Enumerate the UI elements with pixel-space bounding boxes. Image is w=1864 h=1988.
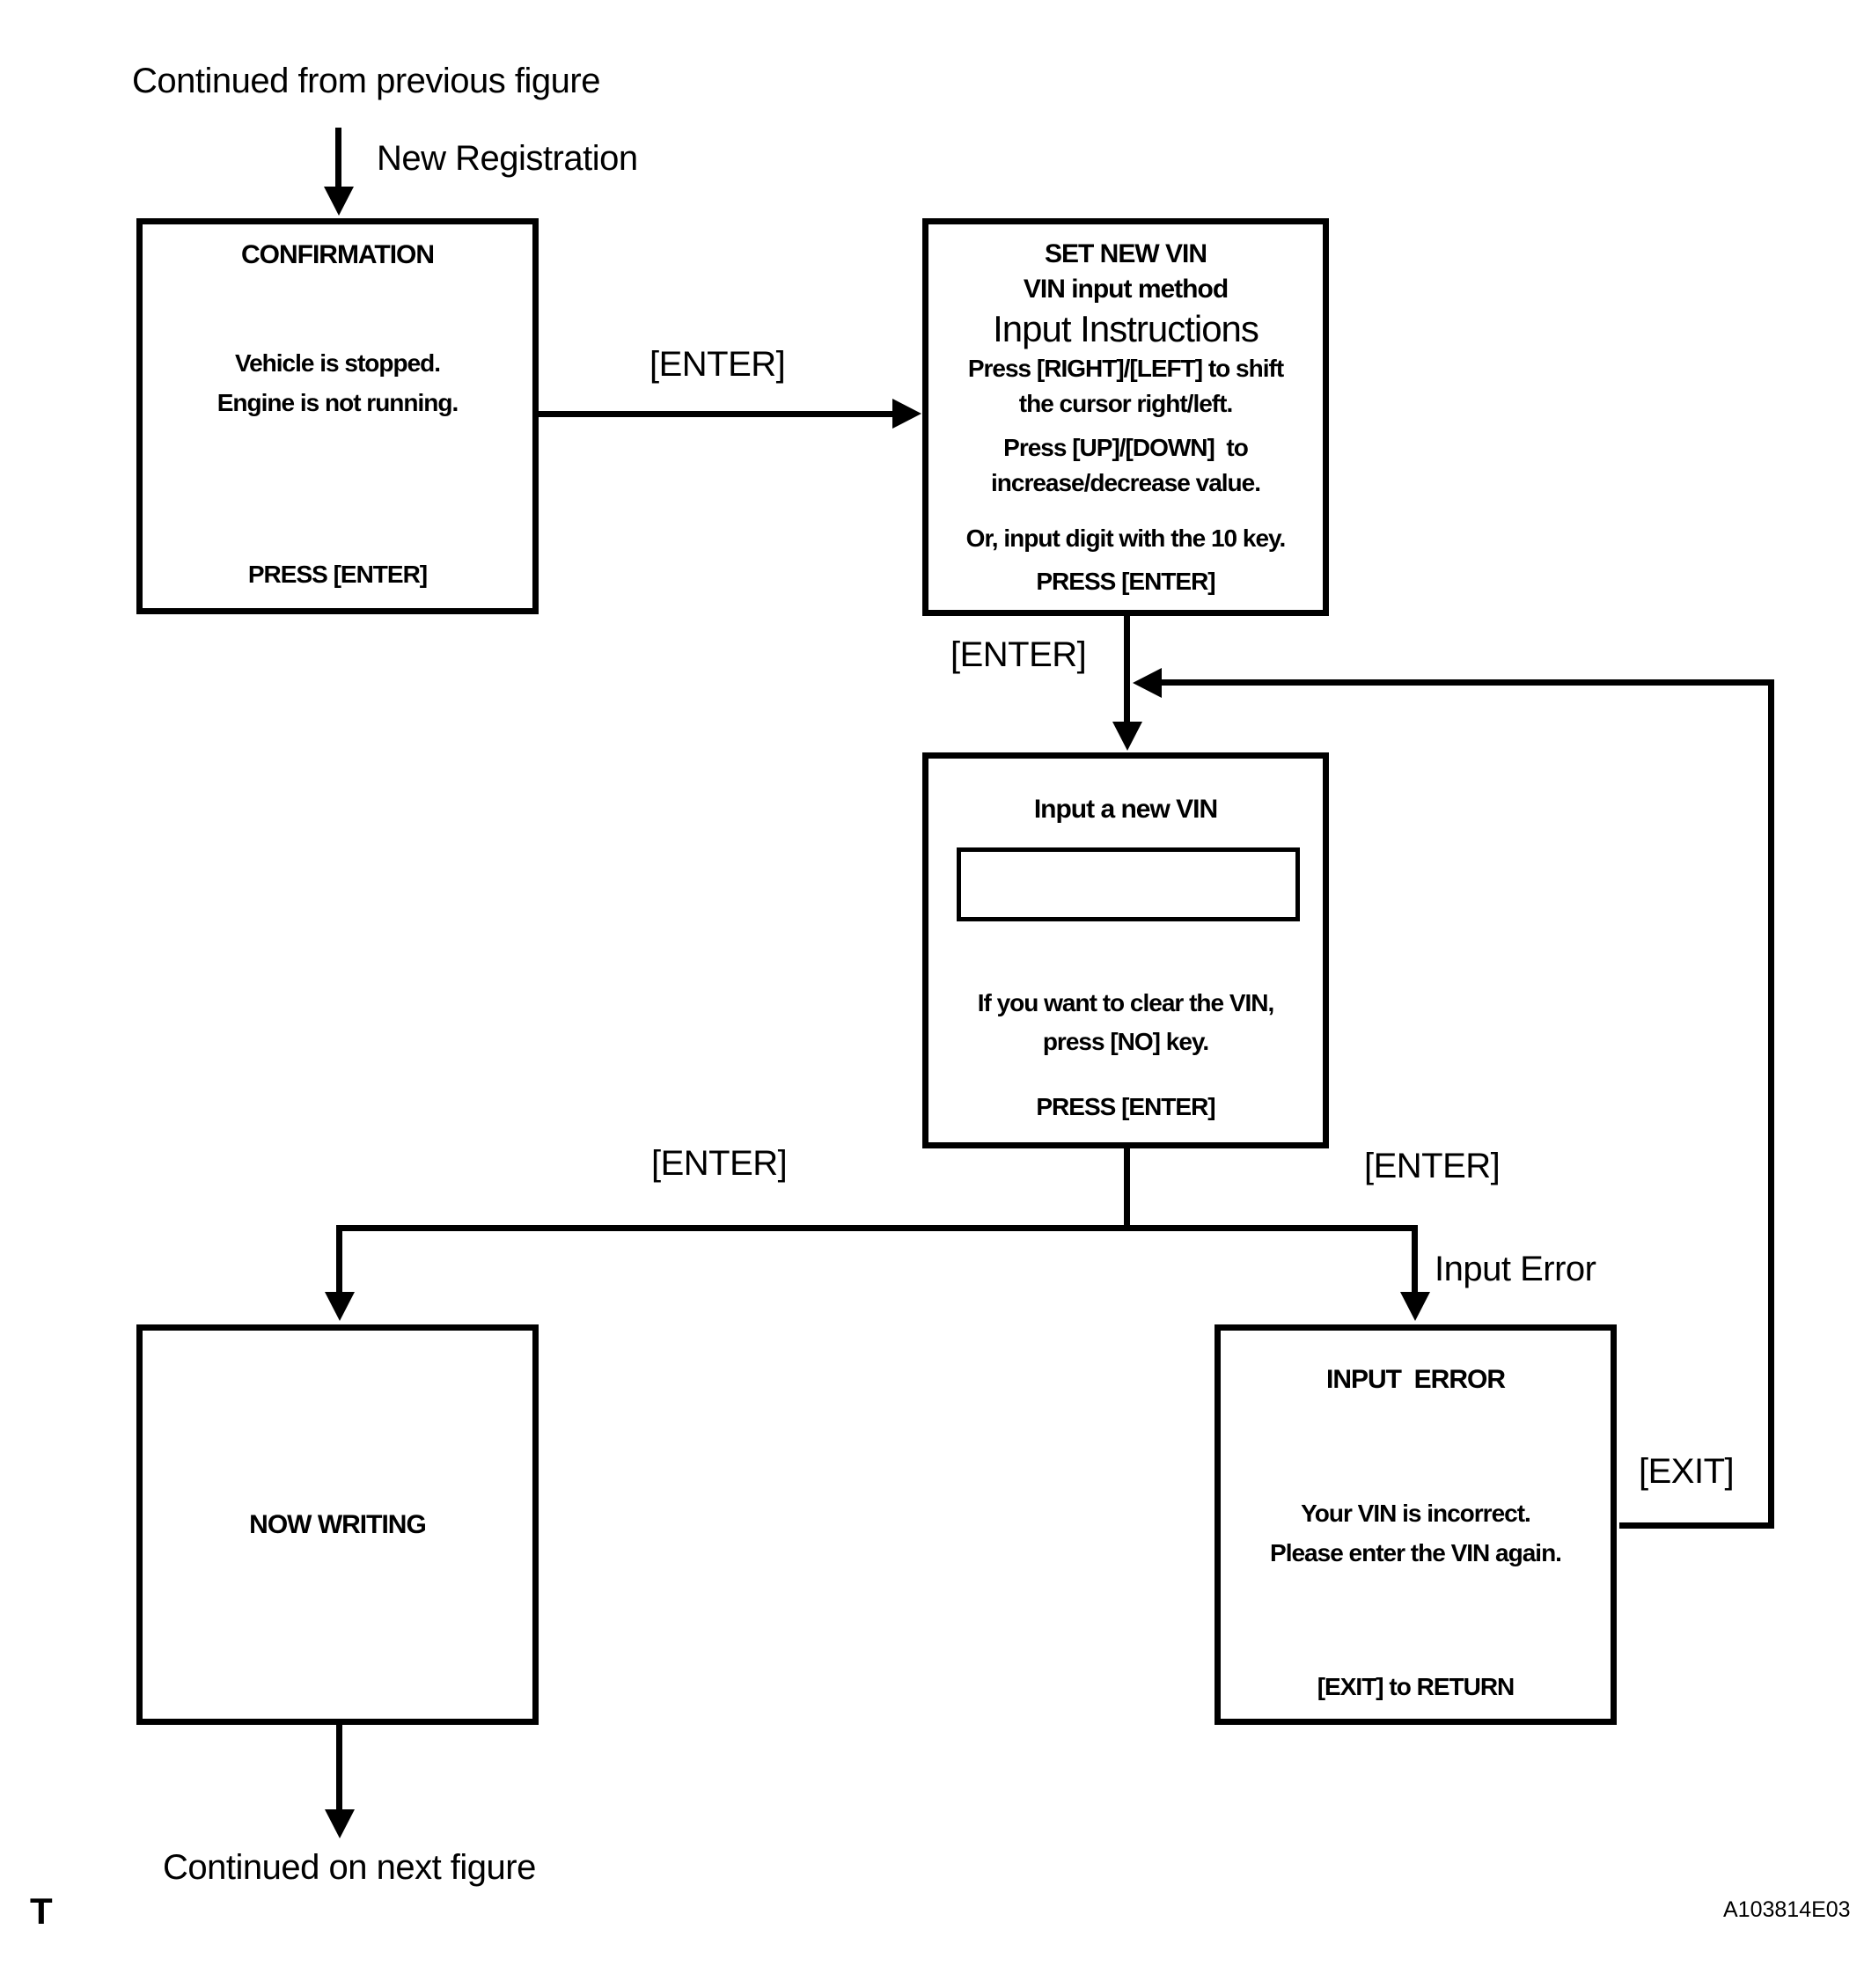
arrowhead-left-icon xyxy=(1133,668,1162,698)
corner-letter: T xyxy=(30,1890,53,1932)
exit-label: [EXIT] xyxy=(1639,1452,1735,1491)
set-new-vin-subtitle: VIN input method xyxy=(1023,275,1229,304)
input-new-vin-title: Input a new VIN xyxy=(1033,795,1218,824)
branch-stub-line xyxy=(1124,1147,1130,1230)
continue-arrowhead-icon xyxy=(325,1809,355,1838)
confirmation-line1: Vehicle is stopped. xyxy=(234,349,441,377)
set-new-vin-heading: Input Instructions xyxy=(993,308,1259,349)
enter-label-2: [ENTER] xyxy=(950,635,1087,674)
enter-label-left: [ENTER] xyxy=(651,1144,788,1183)
arrow-line-set-to-input xyxy=(1124,616,1130,723)
exit-loop-vertical-line xyxy=(1768,679,1774,1529)
input-error-box: INPUT ERROR Your VIN is incorrect. Pleas… xyxy=(1215,1324,1617,1725)
set-new-vin-instr3: Or, input digit with the 10 key. xyxy=(965,525,1287,552)
confirmation-title: CONFIRMATION xyxy=(240,240,435,269)
input-new-vin-footer: PRESS [ENTER] xyxy=(1036,1093,1215,1120)
input-error-footer: [EXIT] to RETURN xyxy=(1317,1673,1515,1700)
input-error-line1: Your VIN is incorrect. xyxy=(1301,1500,1531,1527)
exit-loop-top-line xyxy=(1160,679,1774,686)
input-error-branch-label: Input Error xyxy=(1435,1250,1596,1288)
arrow-line-confirm-to-set xyxy=(539,411,894,417)
now-writing-box: NOW WRITING xyxy=(136,1324,539,1725)
arrowhead-down-left-icon xyxy=(325,1292,355,1321)
set-new-vin-instr1b: the cursor right/left. xyxy=(1018,390,1233,417)
confirmation-body: Vehicle is stopped. Engine is not runnin… xyxy=(143,343,532,422)
enter-label-1: [ENTER] xyxy=(649,345,786,384)
new-registration-arrowhead-icon xyxy=(324,187,354,216)
branch-right-drop-line xyxy=(1412,1225,1418,1294)
exit-loop-connector-line xyxy=(1619,1522,1774,1529)
enter-label-right: [ENTER] xyxy=(1364,1147,1501,1185)
arrowhead-down-right-icon xyxy=(1400,1292,1430,1321)
confirmation-line2: Engine is not running. xyxy=(216,389,459,416)
input-error-line2: Please enter the VIN again. xyxy=(1270,1539,1562,1566)
new-registration-arrow-line xyxy=(335,128,341,189)
arrowhead-right-icon xyxy=(892,399,921,429)
figure-code: A103814E03 xyxy=(1723,1897,1851,1922)
input-new-vin-note1: If you want to clear the VIN, xyxy=(977,989,1275,1016)
input-error-body: Your VIN is incorrect. Please enter the … xyxy=(1221,1493,1611,1573)
vin-input-field xyxy=(957,847,1300,921)
arrowhead-down-icon xyxy=(1112,722,1142,751)
input-new-vin-note2: press [NO] key. xyxy=(1042,1028,1209,1055)
set-new-vin-title: SET NEW VIN xyxy=(1044,239,1207,268)
branch-left-drop-line xyxy=(336,1225,342,1294)
new-registration-label: New Registration xyxy=(377,139,638,178)
continue-arrow-line xyxy=(336,1723,342,1811)
continued-from-previous-note: Continued from previous figure xyxy=(132,62,600,100)
now-writing-title: NOW WRITING xyxy=(249,1509,427,1539)
branch-horizontal-line xyxy=(336,1225,1418,1231)
input-new-vin-box: Input a new VIN If you want to clear the… xyxy=(922,752,1329,1148)
set-new-vin-instr1a: Press [RIGHT]/[LEFT] to shift xyxy=(967,355,1284,382)
input-error-title: INPUT ERROR xyxy=(1325,1365,1506,1394)
set-new-vin-box: SET NEW VIN VIN input method Input Instr… xyxy=(922,218,1329,616)
input-new-vin-note: If you want to clear the VIN, press [NO]… xyxy=(928,984,1323,1061)
continued-on-next-note: Continued on next figure xyxy=(163,1848,536,1887)
set-new-vin-instr2a: Press [UP]/[DOWN] to xyxy=(1003,434,1249,461)
set-new-vin-instr2b: increase/decrease value. xyxy=(990,469,1261,496)
set-new-vin-footer: PRESS [ENTER] xyxy=(1036,568,1215,595)
confirmation-box: CONFIRMATION Vehicle is stopped. Engine … xyxy=(136,218,539,614)
confirmation-footer: PRESS [ENTER] xyxy=(247,561,428,588)
